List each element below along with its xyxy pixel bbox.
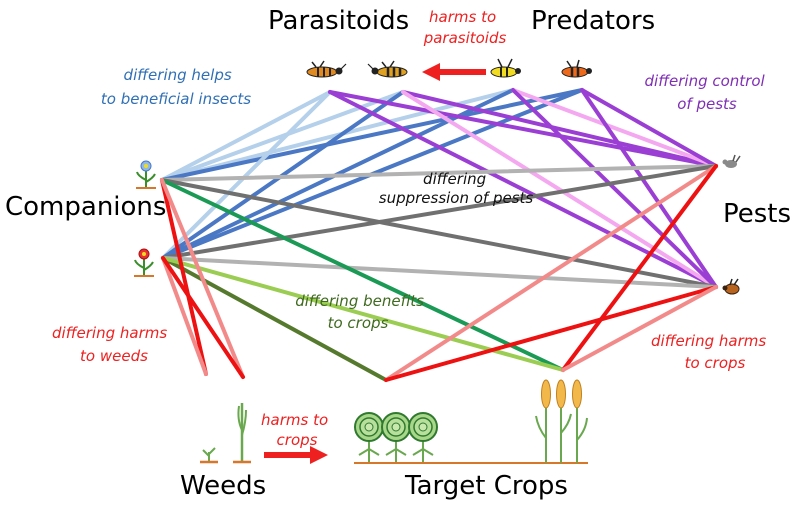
annot-line: of pests	[677, 95, 737, 113]
interaction-edges	[160, 88, 718, 382]
edge-par1-pest1	[328, 90, 718, 168]
crop-grain-icon	[572, 379, 588, 463]
crop-grain-icon	[535, 379, 551, 463]
edge-comp1-weed2	[160, 178, 245, 379]
parasitoid-wasp-icon	[367, 60, 408, 78]
edge-comp2-weed1	[161, 256, 208, 376]
predator-wasp-icon	[561, 59, 592, 78]
edge-pred1-pest1	[511, 88, 718, 168]
edge-comp2-par1	[161, 90, 332, 260]
annot-line: to weeds	[80, 347, 148, 365]
edge-comp1-pest2	[160, 178, 718, 289]
annot-helps-beneficial: differing helps to beneficial insects	[101, 66, 251, 108]
annot-line: differing benefits	[295, 292, 424, 310]
annot-line: differing harms	[651, 332, 766, 350]
edge-comp2-pest2	[161, 256, 718, 289]
annot-line: differing	[423, 170, 486, 188]
label-target-crops: Target Crops	[404, 471, 568, 501]
annot-line: harms to	[429, 8, 496, 26]
parasitoid-wasp-icon	[306, 60, 347, 78]
edge-comp1-weed1	[160, 178, 208, 376]
annot-harms-crops: differing harms to crops	[651, 332, 771, 372]
weed-sprout-icon	[200, 447, 218, 464]
annot-line: harms to	[261, 411, 328, 429]
annot-line: to crops	[685, 354, 746, 372]
crop-grain-icon	[556, 379, 572, 463]
annot-benefits-crops: differing benefits to crops	[295, 292, 429, 332]
label-weeds: Weeds	[180, 471, 266, 501]
pest-insect-icon	[722, 154, 741, 168]
arrow-weeds-to-crops	[264, 446, 328, 464]
label-pests: Pests	[723, 199, 791, 229]
edge-pest1-crop2	[561, 164, 718, 372]
edge-comp1-pest1	[160, 164, 718, 182]
annot-harms-to-parasitoids: harms to parasitoids	[423, 8, 507, 47]
predator-wasp-icon	[490, 58, 521, 78]
weed-sprout-icon	[233, 403, 251, 464]
annot-suppression-pests: differing suppression of pests	[379, 170, 534, 207]
edge-pest1-crop1	[384, 164, 718, 382]
pest-insect-icon	[722, 278, 740, 295]
edge-comp2-weed2	[161, 256, 245, 379]
label-companions: Companions	[5, 192, 166, 222]
annot-line: suppression of pests	[379, 189, 534, 207]
arrow-predators-to-parasitoids	[422, 63, 486, 81]
crop-cabbage-icon	[354, 412, 384, 462]
edge-comp1-crop2	[160, 178, 565, 372]
annot-line: differing harms	[52, 324, 167, 342]
edge-pred1-pest2	[511, 88, 718, 289]
edge-comp1-par1	[160, 90, 332, 182]
crop-cabbage-icon	[381, 412, 411, 462]
annot-line: to beneficial insects	[101, 90, 251, 108]
edge-pred2-pest1	[580, 88, 718, 168]
edge-comp2-crop1	[161, 256, 388, 382]
annot-line: crops	[277, 431, 318, 449]
edge-comp2-pest1	[161, 164, 718, 260]
companion-flower-icon	[136, 160, 156, 189]
annot-line: to crops	[328, 314, 389, 332]
edge-comp1-pred2	[160, 88, 584, 182]
edge-comp2-crop2	[161, 256, 565, 372]
annot-control-pests: differing control of pests	[645, 72, 770, 113]
edge-pest2-crop1	[384, 285, 718, 382]
annot-harms-to-crops: harms to crops	[261, 411, 333, 449]
crop-cabbage-icon	[408, 412, 438, 462]
edge-pest2-crop2	[561, 285, 718, 372]
companion-flower-icon	[134, 248, 154, 277]
edge-pred2-pest2	[580, 88, 718, 289]
label-predators: Predators	[531, 6, 655, 36]
annot-line: differing helps	[124, 66, 232, 84]
annot-harms-weeds: differing harms to weeds	[52, 324, 172, 365]
annot-line: differing control	[645, 72, 766, 90]
edge-par2-pest1	[401, 90, 718, 168]
edge-par2-pest2	[401, 90, 718, 289]
annot-line: parasitoids	[423, 29, 507, 47]
label-parasitoids: Parasitoids	[268, 6, 409, 36]
